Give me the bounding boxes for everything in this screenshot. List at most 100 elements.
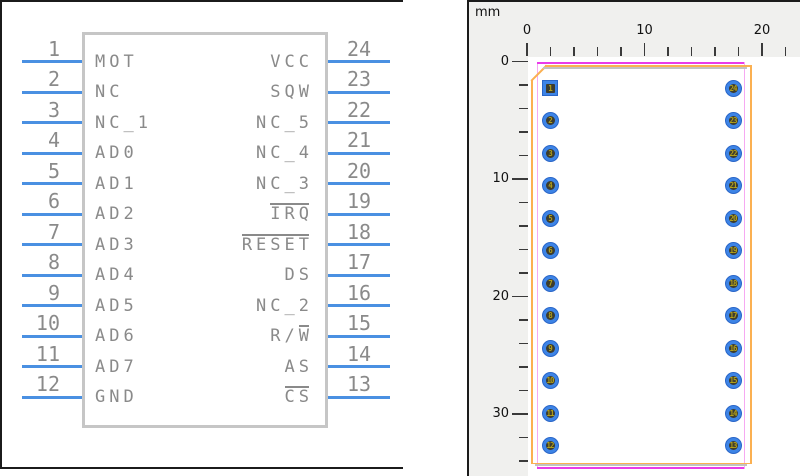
pin-name: VCC <box>270 51 313 72</box>
pin-line <box>328 395 390 399</box>
v-ruler-minor-tick <box>519 272 528 274</box>
pad-number: 2 <box>548 116 552 125</box>
pin-name: AD5 <box>95 295 138 316</box>
pad-6: 6 <box>541 242 559 259</box>
pad-number: 17 <box>729 311 737 320</box>
pad-14: 14 <box>724 404 742 422</box>
pad-5: 5 <box>541 209 559 227</box>
pin-number: 15 <box>347 311 372 335</box>
courtyard-right-line <box>743 62 745 469</box>
pin-name: AD6 <box>95 326 138 346</box>
v-ruler-minor-tick <box>519 319 528 321</box>
pin-name: NC_1 <box>95 112 152 133</box>
body-bottom-line <box>535 464 747 466</box>
pin-number: 4 <box>47 128 60 152</box>
pad-hole: 15 <box>728 376 738 385</box>
pin-line <box>22 334 82 338</box>
pin-line <box>22 365 82 368</box>
h-ruler-minor-tick <box>737 47 740 56</box>
pin-name: NC <box>95 82 124 102</box>
pad-2: 2 <box>541 112 559 129</box>
silkscreen-top-line <box>537 62 744 64</box>
v-ruler-major-tick <box>512 60 528 63</box>
h-ruler-major-tick <box>643 43 646 56</box>
pad-10: 10 <box>541 372 559 389</box>
vertical-ruler <box>469 2 528 476</box>
pad-19: 19 <box>724 242 742 259</box>
h-ruler-minor-tick <box>596 47 599 56</box>
pad-24: 24 <box>724 79 742 97</box>
h-ruler-label: 0 <box>522 23 532 38</box>
pad-number: 23 <box>729 116 737 125</box>
pad-hole: 6 <box>545 246 555 255</box>
pad-hole: 4 <box>545 181 555 190</box>
pin-name: AD7 <box>95 356 138 377</box>
pad-number: 15 <box>729 376 737 385</box>
pad-hole: 12 <box>545 441 555 450</box>
pin-number: 10 <box>35 311 60 335</box>
fab-bottom-line <box>531 462 751 464</box>
pin-line <box>22 304 82 307</box>
v-ruler-minor-tick <box>519 131 528 133</box>
h-ruler-minor-tick <box>784 47 787 56</box>
pad-hole: 22 <box>728 148 738 158</box>
pin-name: NC_5 <box>256 112 313 133</box>
pin-number: 14 <box>347 341 372 366</box>
pad-hole: 20 <box>728 213 738 223</box>
v-ruler-label: 10 <box>492 171 509 186</box>
silkscreen-bottom-line <box>537 467 744 469</box>
pad-number: 12 <box>546 441 554 450</box>
pin-number: 17 <box>347 250 372 274</box>
pad-number: 19 <box>729 246 737 255</box>
pad-number: 7 <box>548 278 552 288</box>
pin-line <box>328 304 390 307</box>
pin-line <box>22 60 82 63</box>
pin-number: 16 <box>347 280 372 305</box>
pad-number: 3 <box>548 148 552 158</box>
pad-number: 13 <box>729 441 737 450</box>
pin-name: AD3 <box>95 234 138 255</box>
pin-name: AD0 <box>95 143 138 163</box>
pin-name: AD1 <box>95 173 138 194</box>
symbol-body-outline <box>82 32 328 428</box>
v-ruler-minor-tick <box>519 342 528 345</box>
pad-15: 15 <box>724 372 742 389</box>
pin-name: GND <box>95 387 138 407</box>
pad-8: 8 <box>541 307 559 324</box>
pad-number: 4 <box>548 181 552 190</box>
pad-number: 21 <box>729 181 737 190</box>
h-ruler-minor-tick <box>667 47 669 56</box>
v-ruler-minor-tick <box>519 107 528 110</box>
pad-9: 9 <box>541 339 559 357</box>
pad-20: 20 <box>724 209 742 227</box>
pad-4: 4 <box>541 177 559 194</box>
pin-number: 12 <box>35 372 60 396</box>
pin-line <box>328 121 390 124</box>
v-ruler-minor-tick <box>519 225 528 227</box>
pin-name: AD2 <box>95 204 138 224</box>
pad-hole: 21 <box>728 181 738 190</box>
pad-number: 18 <box>729 278 737 288</box>
pin-name: R/W <box>270 326 313 346</box>
pad-hole: 16 <box>728 343 738 353</box>
pin-line <box>22 212 82 216</box>
pad-number: 8 <box>548 311 552 320</box>
pin-line <box>328 273 390 277</box>
pin-number: 22 <box>347 97 372 122</box>
pin-line <box>328 182 390 185</box>
pin-number: 9 <box>47 280 60 305</box>
pin-number: 24 <box>347 36 372 61</box>
pin-line <box>22 90 82 94</box>
pin-line <box>328 212 390 216</box>
pad-hole: 18 <box>728 278 738 288</box>
v-ruler-minor-tick <box>519 201 528 204</box>
pad-hole: 14 <box>728 408 738 418</box>
pin-number: 5 <box>47 158 60 183</box>
fab-left-line <box>531 80 533 464</box>
pad-number: 1 <box>548 83 552 93</box>
pin-line <box>22 151 82 155</box>
pad-hole: 2 <box>545 116 555 125</box>
pad-hole: 1 <box>545 83 555 93</box>
pad-hole: 8 <box>545 311 555 320</box>
pad-23: 23 <box>724 112 742 129</box>
